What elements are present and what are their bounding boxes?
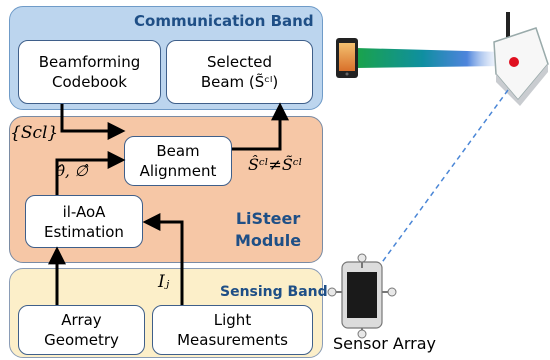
codebook-set-label: {Scl} [10, 123, 59, 143]
light-measurements-box: Light Measurements [152, 305, 313, 355]
alignment-line1: Beam [156, 142, 200, 160]
light-line1: Light [213, 311, 252, 329]
sensor-array-icon [327, 253, 397, 339]
geometry-line1: Array [61, 311, 102, 329]
arrow-light-to-aoa [142, 213, 184, 305]
light-line2: Measurements [177, 331, 288, 349]
arrow-aoa-to-alignment [55, 151, 126, 195]
beamforming-codebook-box: Beamforming Codebook [18, 40, 161, 104]
aoa-line1: il-AoA [62, 202, 106, 221]
estimated-angles-label: θ̂, ∅̂ [56, 162, 88, 180]
selected-beam-box: Selected Beam (S̃ᶜˡ) [166, 40, 313, 104]
selected-line2: Beam (S̃ᶜˡ) [200, 73, 279, 91]
listeer-title-line1: LiSteer [235, 209, 301, 228]
array-geometry-box: Array Geometry [18, 305, 145, 355]
selected-line1: Selected [206, 53, 272, 71]
aoa-line2: Estimation [44, 222, 124, 241]
sensing-band-title: Sensing Band [220, 284, 328, 300]
light-intensity-label: Iⱼ [158, 272, 170, 292]
beam-mismatch-label: Ŝᶜˡ≠S̃ᶜˡ [248, 155, 303, 174]
light-beam [356, 48, 504, 68]
beam-alignment-box: Beam Alignment [124, 136, 232, 186]
il-aoa-estimation-box: il-AoA Estimation [25, 195, 143, 248]
phone-icon [336, 38, 358, 78]
arrow-alignment-to-selected [232, 102, 289, 151]
geometry-line2: Geometry [44, 331, 119, 349]
router-icon [493, 12, 549, 106]
listeer-title-line2: Module [235, 231, 302, 250]
codebook-line1: Beamforming [38, 53, 141, 71]
alignment-line2: Alignment [139, 162, 217, 180]
codebook-line2: Codebook [52, 73, 127, 91]
sensor-array-caption: Sensor Array [333, 334, 437, 353]
router-sensor-link [371, 89, 509, 277]
communication-band-title: Communication Band [134, 12, 314, 30]
listeer-module-title: LiSteer Module [235, 208, 301, 252]
arrow-codebook-to-alignment [60, 104, 126, 140]
